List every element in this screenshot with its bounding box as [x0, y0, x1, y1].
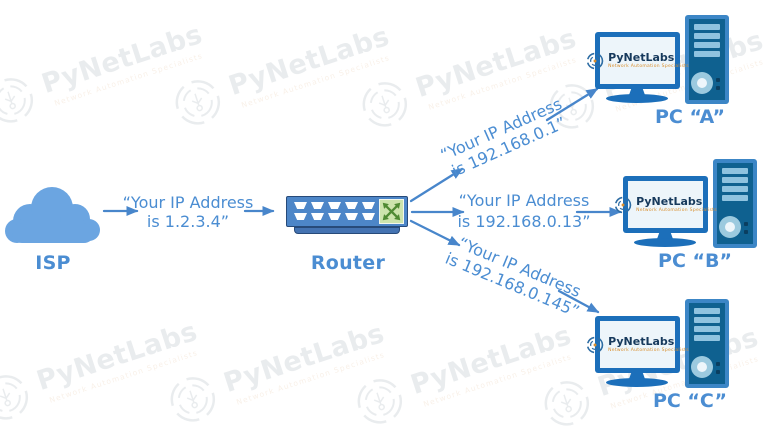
pynetlabs-logo: PyNetLabs Network Automation Specialists [586, 336, 689, 354]
monitor-stand [629, 87, 645, 95]
drive-bay [719, 216, 741, 238]
arrow-router-to-text-a [409, 167, 464, 203]
router-port [362, 213, 375, 220]
pc-tower [685, 299, 729, 388]
pynetlabs-logo: PyNetLabs Network Automation Specialists [614, 196, 717, 214]
logo-subtitle: Network Automation Specialists [608, 348, 689, 354]
pc-monitor: PyNetLabs Network Automation Specialists [586, 316, 689, 373]
pc-screen: PyNetLabs Network Automation Specialists [586, 321, 689, 368]
logo-name: PyNetLabs [608, 334, 675, 348]
router-port [345, 213, 358, 220]
router-label: Router [310, 252, 386, 274]
isp-label: ISP [35, 252, 71, 274]
link-label-line1: “Your IP Address [458, 191, 590, 210]
pc-a-label: PC “A” [655, 106, 725, 128]
pc-b-node: PyNetLabs Network Automation Specialists… [614, 158, 768, 278]
router-port [328, 213, 341, 220]
arrow-text-to-pc-a [545, 87, 599, 122]
link-label-line1: “Your IP Address [122, 193, 254, 212]
logo-subtitle: Network Automation Specialists [608, 64, 689, 70]
pc-b-label: PC “B” [658, 250, 732, 272]
link-label-router-pc-b: “Your IP Address is 192.168.0.13” [446, 190, 602, 232]
pc-tower [685, 15, 729, 104]
router-port [345, 202, 358, 209]
monitor-base [606, 94, 668, 103]
pynetlabs-globe-icon [614, 196, 632, 213]
monitor-base [606, 378, 668, 387]
pc-monitor: PyNetLabs Network Automation Specialists [614, 176, 717, 233]
switching-icon [379, 199, 404, 224]
router-port [362, 202, 375, 209]
isp-node [2, 181, 104, 253]
pynetlabs-globe-icon [586, 336, 604, 353]
pc-c-label: PC “C” [652, 390, 728, 412]
cloud-icon [5, 187, 100, 243]
router-port [294, 202, 307, 209]
pc-a-node: PyNetLabs Network Automation Specialists… [586, 14, 745, 134]
router-port [328, 202, 341, 209]
monitor-base [634, 238, 696, 247]
drive-bay [691, 72, 713, 94]
pc-screen: PyNetLabs Network Automation Specialists [614, 181, 717, 228]
pc-tower [713, 159, 757, 248]
router-port [311, 213, 324, 220]
pc-screen: PyNetLabs Network Automation Specialists [586, 37, 689, 84]
link-label-line2: is 1.2.3.4” [146, 212, 230, 231]
pynetlabs-logo: PyNetLabs Network Automation Specialists [586, 52, 689, 70]
pynetlabs-globe-icon [586, 52, 604, 69]
arrow-router-to-text-c [409, 219, 461, 247]
logo-subtitle: Network Automation Specialists [636, 208, 717, 214]
router-node [286, 196, 408, 227]
arrow-text-to-pc-c [557, 289, 600, 314]
router-base [294, 227, 400, 234]
monitor-stand [629, 371, 645, 379]
router-port [294, 213, 307, 220]
link-label-line2: is 192.168.0.13” [457, 212, 591, 231]
pc-monitor: PyNetLabs Network Automation Specialists [586, 32, 689, 89]
logo-name: PyNetLabs [636, 194, 703, 208]
logo-name: PyNetLabs [608, 50, 675, 64]
link-label-isp-router: “Your IP Address is 1.2.3.4” [110, 193, 266, 231]
pc-c-node: PyNetLabs Network Automation Specialists… [586, 298, 745, 418]
router-port [311, 202, 324, 209]
drive-bay [691, 356, 713, 378]
monitor-stand [657, 231, 673, 239]
